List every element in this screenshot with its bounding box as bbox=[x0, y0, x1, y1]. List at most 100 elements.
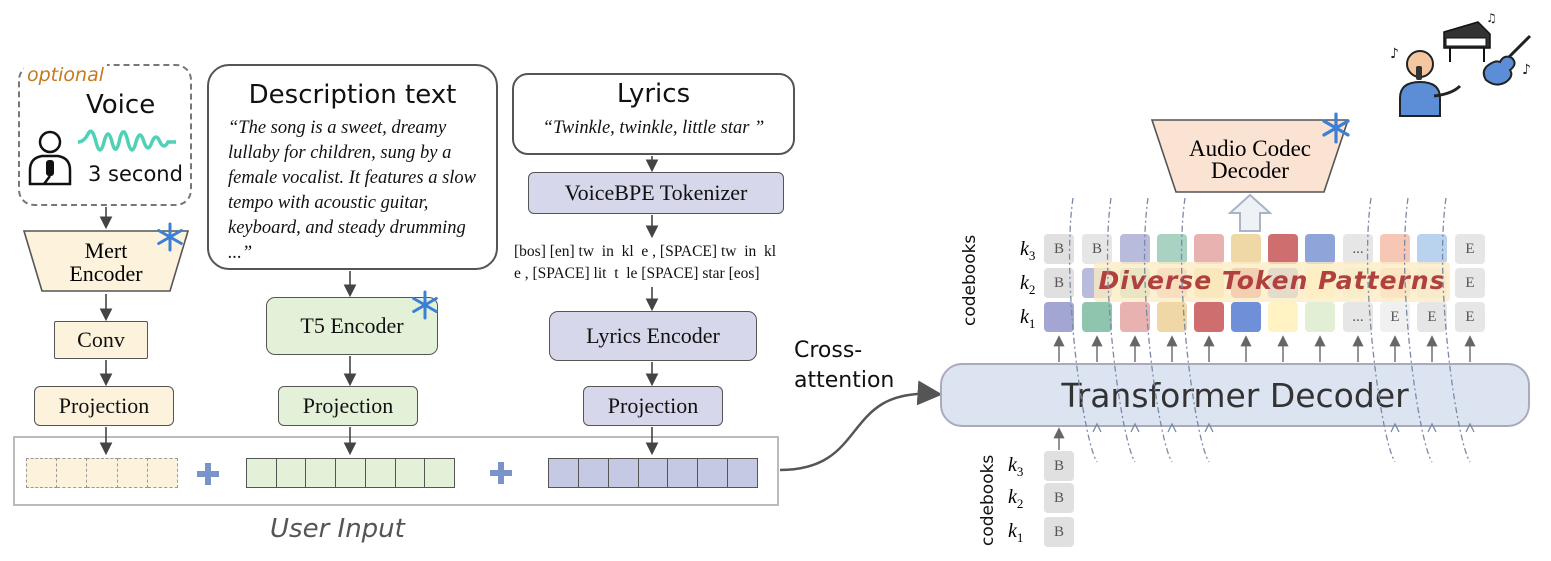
user-input-label: User Input bbox=[270, 514, 405, 544]
k3-label-top: k3 bbox=[1020, 238, 1036, 263]
cross-attention-label-2: attention bbox=[794, 368, 895, 393]
autoregressive-loop bbox=[1180, 197, 1210, 463]
lyrics-embedding-sequence bbox=[548, 458, 758, 488]
codebook-token bbox=[1268, 302, 1298, 332]
codebook-token bbox=[1157, 302, 1187, 332]
description-title: Description text bbox=[248, 80, 457, 110]
conv-label: Conv bbox=[77, 327, 125, 352]
snowflake-icon bbox=[1322, 112, 1350, 144]
k2-label-bottom: k2 bbox=[1008, 486, 1024, 511]
autoregressive-loop bbox=[1068, 197, 1098, 463]
t5-encoder-label: T5 Encoder bbox=[300, 313, 404, 338]
k1-label-top: k1 bbox=[1020, 306, 1036, 331]
loop-arrowhead bbox=[1204, 422, 1214, 433]
start-token: B bbox=[1044, 483, 1074, 513]
codebook-token bbox=[1194, 234, 1224, 264]
codebook-token bbox=[1305, 302, 1335, 332]
lyrics-encoder-box: Lyrics Encoder bbox=[549, 311, 757, 361]
audio-codec-label-1: Audio Codec bbox=[1188, 136, 1311, 161]
codebook-token bbox=[1194, 302, 1224, 332]
text-embedding-sequence bbox=[246, 458, 455, 488]
audio-codec-decoder bbox=[1150, 119, 1350, 193]
loop-arrowhead bbox=[1427, 422, 1437, 433]
start-token: B bbox=[1044, 451, 1074, 481]
codebook-token: E bbox=[1455, 234, 1485, 264]
autoregressive-loop bbox=[1403, 197, 1433, 463]
voice-projection-box: Projection bbox=[34, 386, 174, 426]
voice-embedding-sequence bbox=[26, 458, 179, 488]
voice-duration: 3 second bbox=[88, 162, 183, 186]
lyrics-text: “Twinkle, twinkle, little star ” bbox=[542, 118, 765, 138]
lyrics-title: Lyrics bbox=[616, 79, 691, 109]
start-token: B bbox=[1044, 517, 1074, 547]
autoregressive-loop bbox=[1366, 197, 1396, 463]
user-input-box bbox=[13, 436, 779, 506]
lyrics-projection-label: Projection bbox=[607, 393, 699, 418]
k1-label-bottom: k1 bbox=[1008, 520, 1024, 545]
conv-box: Conv bbox=[54, 321, 148, 359]
t5-projection-box: Projection bbox=[278, 386, 418, 426]
mert-encoder bbox=[22, 230, 190, 292]
loop-arrowhead bbox=[1130, 422, 1140, 433]
cross-attention-label-1: Cross- bbox=[794, 338, 863, 363]
optional-label: optional bbox=[24, 64, 108, 86]
loop-arrowhead bbox=[1167, 422, 1177, 433]
voicebpe-tokenizer-box: VoiceBPE Tokenizer bbox=[528, 172, 784, 214]
codebook-token bbox=[1305, 234, 1335, 264]
tokenized-line-2: e , [SPACE] lit t le [SPACE] star [eos] bbox=[514, 265, 760, 282]
codebook-token bbox=[1268, 234, 1298, 264]
svg-text:♫: ♫ bbox=[1486, 12, 1496, 25]
diverse-token-patterns-label: Diverse Token Patterns bbox=[1098, 266, 1446, 295]
codebook-token bbox=[1231, 234, 1261, 264]
k2-label-top: k2 bbox=[1020, 272, 1036, 297]
audio-codec-label-2: Decoder bbox=[1211, 158, 1289, 183]
codebook-token bbox=[1120, 302, 1150, 332]
tokenized-line-1: [bos] [en] tw in kl e , [SPACE] tw in kl bbox=[514, 243, 777, 260]
codebook-token: B bbox=[1044, 268, 1074, 298]
voice-title: Voice bbox=[86, 90, 156, 120]
k3-label-bottom: k3 bbox=[1008, 454, 1024, 479]
voicebpe-tokenizer-label: VoiceBPE Tokenizer bbox=[564, 180, 748, 205]
transformer-decoder-box: Transformer Decoder bbox=[940, 363, 1530, 427]
guitar-icon: ♪ bbox=[1482, 34, 1532, 86]
loop-arrowhead bbox=[1092, 422, 1102, 433]
codebook-token bbox=[1082, 302, 1112, 332]
codebook-token: E bbox=[1380, 302, 1410, 332]
lyrics-projection-box: Projection bbox=[583, 386, 723, 426]
loop-arrowhead bbox=[1465, 422, 1475, 433]
audio-waveform-icon bbox=[1099, 5, 1379, 113]
codebook-token bbox=[1044, 302, 1074, 332]
voice-projection-label: Projection bbox=[58, 393, 150, 418]
t5-encoder-box: T5 Encoder bbox=[266, 297, 438, 355]
autoregressive-loop bbox=[1441, 197, 1471, 463]
description-box bbox=[207, 64, 498, 270]
loop-arrowhead bbox=[1390, 422, 1400, 433]
lyrics-box bbox=[512, 73, 795, 155]
codebook-token: E bbox=[1455, 302, 1485, 332]
piano-icon: ♫ bbox=[1443, 12, 1496, 62]
snowflake-icon bbox=[157, 222, 183, 252]
codebook-token: E bbox=[1417, 302, 1447, 332]
svg-text:♪: ♪ bbox=[1390, 46, 1399, 62]
t5-projection-label: Projection bbox=[302, 393, 394, 418]
svg-text:♪: ♪ bbox=[1522, 62, 1531, 78]
diverse-token-patterns-band bbox=[1094, 262, 1450, 302]
singer-icon: ♪ bbox=[1390, 46, 1462, 117]
mert-label-1: Mert bbox=[84, 238, 128, 263]
autoregressive-loop bbox=[1106, 197, 1136, 463]
mert-label-2: Encoder bbox=[69, 261, 143, 286]
codebook-token: ... bbox=[1343, 302, 1373, 332]
plus-icon bbox=[197, 463, 219, 485]
hollow-up-arrow-icon bbox=[1228, 193, 1272, 232]
lyrics-encoder-label: Lyrics Encoder bbox=[586, 323, 720, 348]
snowflake-icon bbox=[412, 290, 438, 320]
autoregressive-loop bbox=[1143, 197, 1173, 463]
codebook-token: E bbox=[1455, 268, 1485, 298]
codebook-token bbox=[1231, 302, 1261, 332]
person-microphone-icon bbox=[28, 130, 72, 186]
plus-icon bbox=[490, 462, 512, 484]
waveform-icon bbox=[78, 129, 176, 152]
description-text: “The song is a sweet, dreamy lullaby for… bbox=[228, 118, 476, 263]
